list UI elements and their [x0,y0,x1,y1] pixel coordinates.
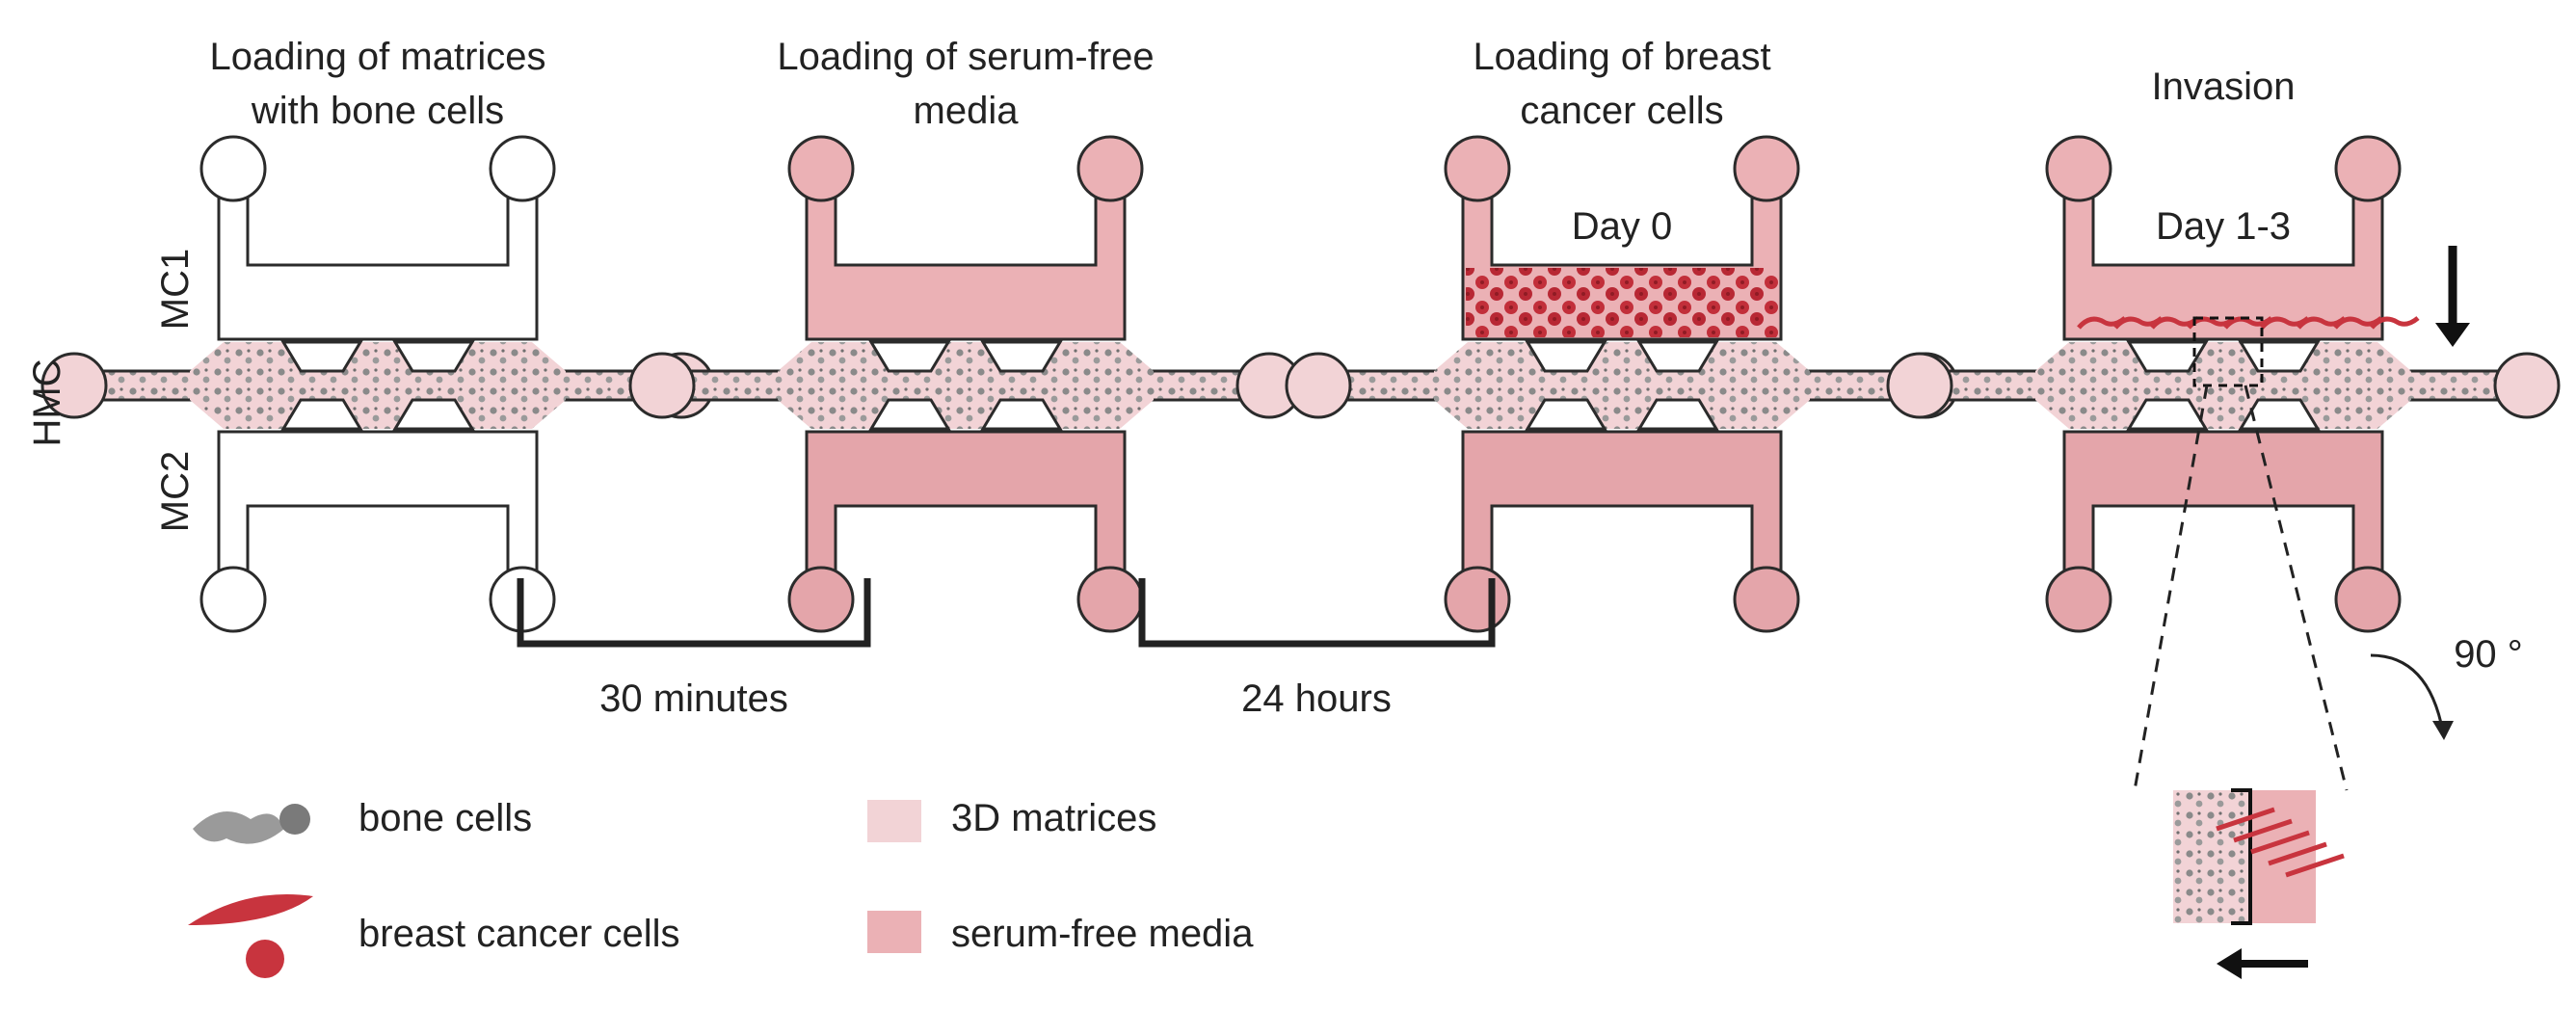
micropost [980,398,1063,431]
rotate-arrow-icon [2370,653,2445,733]
matrix-region [190,342,566,429]
top-media-channel [2062,162,2384,341]
chip-device-4 [1886,135,2561,633]
micropost [868,398,951,431]
media-swatch [867,911,921,953]
micropost [280,340,363,373]
bone-cell-round-icon [279,804,310,835]
down-arrow-head [2435,323,2470,347]
port-circle [2045,566,2112,633]
bone-cells-icon [193,811,284,844]
micropost [2126,398,2209,431]
micropost [2238,398,2321,431]
zoom-box [2192,316,2264,387]
invading-cancer-cell [2285,853,2345,878]
micropost [392,398,475,431]
micropost [392,340,475,373]
port-circle [1076,566,1144,633]
micropost [2126,340,2209,373]
port-circle [489,135,556,202]
port-circle [1076,135,1144,202]
bottom-media-channel [217,430,539,609]
micropost [2238,340,2321,373]
micropost [980,340,1063,373]
micropost [1636,340,1719,373]
left-arrow-head [2217,948,2242,979]
hmc-port-left [1285,352,1352,419]
chip-device-3 [1285,135,1959,633]
interval-bracket-2 [1138,578,1496,648]
port-circle [1444,135,1511,202]
chip-device-1 [40,135,715,633]
matrix-swatch [867,800,921,842]
rotate-arrow-head [2432,721,2454,740]
matrix-region [778,342,1154,429]
micropost [1525,340,1607,373]
hmc-port-left [40,352,108,419]
port-circle [2334,135,2402,202]
port-circle [1733,135,1800,202]
port-circle [2334,566,2402,633]
cancer-cell-spindle-icon [188,894,313,925]
micropost [868,340,951,373]
port-circle [2045,135,2112,202]
legend [188,800,921,978]
invading-cancer-cell [2250,830,2310,855]
hmc-port-left [1886,352,1953,419]
invading-cancer-cell [2370,316,2420,330]
interval-bracket-1 [517,578,871,648]
cancer-cell-round-icon [246,940,284,978]
zoom-inset-wall [2231,788,2252,925]
port-circle [1733,566,1800,633]
cancer-cell-cluster [1466,268,1778,337]
invading-cancer-cell [2233,818,2293,843]
port-circle [199,566,267,633]
micropost [1525,398,1607,431]
micropost [280,398,363,431]
bottom-media-channel [805,430,1127,609]
port-circle [787,135,855,202]
bottom-media-channel [2062,430,2384,609]
invading-cancer-cell [2268,841,2327,866]
zoom-inset [2173,788,2345,925]
micropost [1636,398,1719,431]
invading-cancer-cell [2216,807,2275,832]
port-circle [1444,566,1511,633]
port-circle [199,135,267,202]
hmc-port-left [628,352,696,419]
chip-device-2 [628,135,1303,633]
top-media-channel [217,162,539,341]
matrix-region [1434,342,1810,429]
bottom-media-channel [1461,430,1783,609]
port-circle [787,566,855,633]
zoom-line-right [2244,385,2349,791]
hmc-port-right [2493,352,2561,419]
top-media-channel [805,162,1127,341]
